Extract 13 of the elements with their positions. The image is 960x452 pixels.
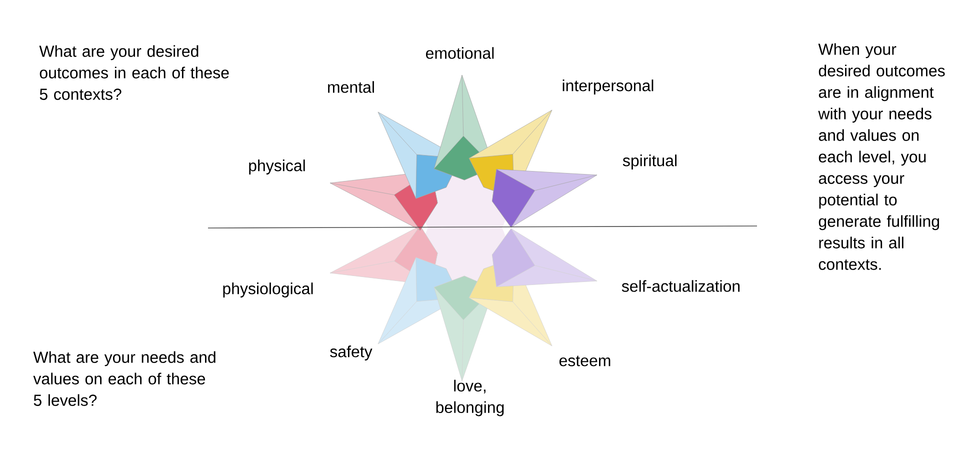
petal-label: safety (330, 346, 372, 360)
description-text: When your desired outcomes are in alignment with your needs and values on each level, you access your potential to generate fulfilling results in all contexts. (818, 43, 945, 270)
petal-label: emotional (426, 47, 494, 59)
petal-label: esteem (559, 356, 610, 366)
petal-label: physiological (223, 282, 313, 298)
question-text: What are your desired outcomes in each of these 5 contexts? (39, 45, 229, 100)
question-text: What are your needs and values on each of these 5 levels? (33, 351, 216, 406)
petal-label: love, belonging (436, 380, 504, 416)
petal-label: physical (249, 160, 305, 174)
petal-label: mental (328, 81, 374, 93)
petal-label: self-actualization (622, 280, 740, 292)
petal-label: spiritual (622, 154, 676, 170)
petal-label: interpersonal (562, 80, 654, 94)
